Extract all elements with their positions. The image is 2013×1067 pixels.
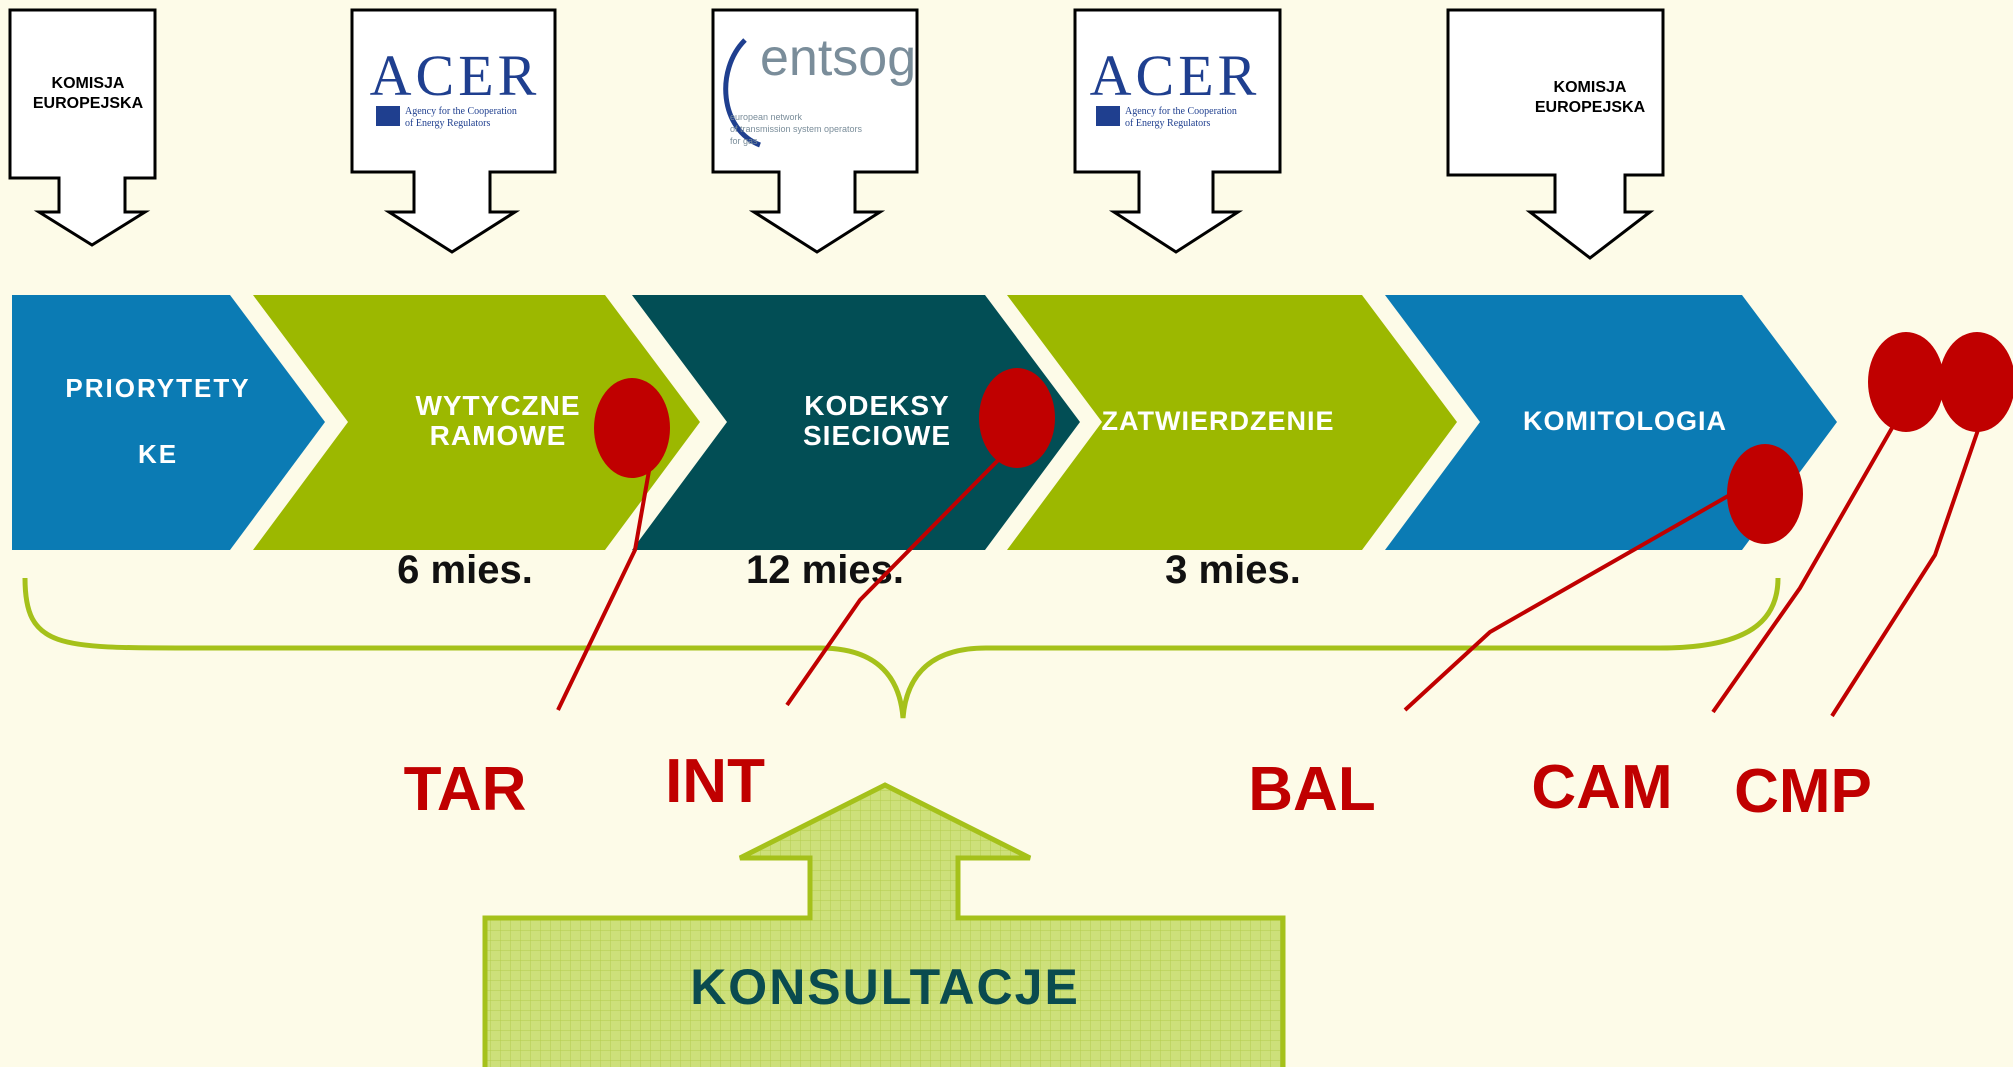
callout-line2: EUROPEJSKA — [33, 95, 144, 112]
callout-entsog: entsog european network of transmission … — [711, 8, 919, 254]
duration-zatwierdzenie: 3 mies. — [1165, 548, 1301, 592]
pin-cam — [1711, 332, 1944, 714]
pin-head — [594, 378, 670, 478]
code-label-bal: BAL — [1248, 755, 1375, 824]
code-label-tar: TAR — [404, 755, 527, 824]
eu-flag-icon — [1096, 106, 1120, 126]
stage-label-line1: WYTYCZNE — [415, 390, 580, 421]
callout-line1: KOMISJA — [1554, 79, 1627, 96]
duration-kodeksy: 12 mies. — [746, 548, 904, 592]
entsog-logo-line3: for gas — [730, 136, 758, 146]
callout-line2: EUROPEJSKA — [1535, 99, 1646, 116]
code-label-cam: CAM — [1531, 753, 1672, 822]
process-stage-komitologia: KOMITOLOGIA — [1385, 295, 1837, 550]
acer-logo-name: ACER — [1090, 43, 1261, 108]
process-stage-kodeksy: KODEKSY SIECIOWE — [632, 295, 1080, 550]
pin-head — [979, 368, 1055, 468]
callout-acer-2: ACER Agency for the Cooperation of Energ… — [1073, 8, 1282, 254]
acer-logo-line1: Agency for the Cooperation — [405, 106, 517, 117]
eu-flag-icon — [376, 106, 400, 126]
acer-logo-line2: of Energy Regulators — [1125, 118, 1210, 129]
acer-logo-name: ACER — [370, 43, 541, 108]
pin-cmp — [1830, 332, 2013, 718]
entsog-logo-line1: european network — [730, 112, 803, 122]
code-label-cmp: CMP — [1734, 757, 1872, 826]
acer-logo-line1: Agency for the Cooperation — [1125, 106, 1237, 117]
pin-int — [785, 368, 1055, 707]
pin-bal — [1403, 444, 1803, 712]
stage-label-line2: RAMOWE — [430, 420, 567, 451]
entsog-logo: entsog european network of transmission … — [718, 14, 916, 154]
pin-head — [1868, 332, 1944, 432]
stage-label-line1: ZATWIERDZENIE — [1102, 406, 1335, 436]
pin-head — [1939, 332, 2013, 432]
stage-label-line1: KOMITOLOGIA — [1523, 406, 1727, 436]
stage-label-line1: PRIORYTETY — [65, 373, 250, 403]
consultation-label: KONSULTACJE — [690, 959, 1080, 1015]
callout-line1: KOMISJA — [52, 75, 125, 92]
pin-head — [1727, 444, 1803, 544]
callout-komisja-2: KOMISJA EUROPEJSKA — [1446, 8, 1665, 260]
duration-wytyczne: 6 mies. — [397, 548, 533, 592]
stage-label-line2: SIECIOWE — [803, 420, 951, 451]
process-stage-zatwierdzenie: ZATWIERDZENIE — [1007, 295, 1457, 550]
entsog-swoosh-icon — [723, 38, 761, 148]
acer-logo: ACER Agency for the Cooperation of Energ… — [1090, 35, 1265, 145]
entsog-logo-name: entsog — [760, 29, 916, 87]
pin-tar — [556, 378, 670, 711]
stage-label-line2: KE — [138, 439, 178, 469]
consultation-arrow: KONSULTACJE — [482, 782, 1286, 1067]
callout-acer-1: ACER Agency for the Cooperation of Energ… — [350, 8, 557, 254]
code-label-int: INT — [665, 747, 765, 816]
process-stage-wytyczne: WYTYCZNE RAMOWE — [253, 295, 700, 550]
timeline-brace — [22, 577, 1781, 719]
process-stage-priorytety: PRIORYTETY KE — [12, 295, 325, 550]
callout-komisja-1: KOMISJA EUROPEJSKA — [8, 8, 157, 247]
acer-logo: ACER Agency for the Cooperation of Energ… — [370, 35, 541, 145]
acer-logo-line2: of Energy Regulators — [405, 118, 490, 129]
stage-label-line1: KODEKSY — [804, 390, 949, 421]
entsog-logo-line2: of transmission system operators — [730, 124, 863, 134]
